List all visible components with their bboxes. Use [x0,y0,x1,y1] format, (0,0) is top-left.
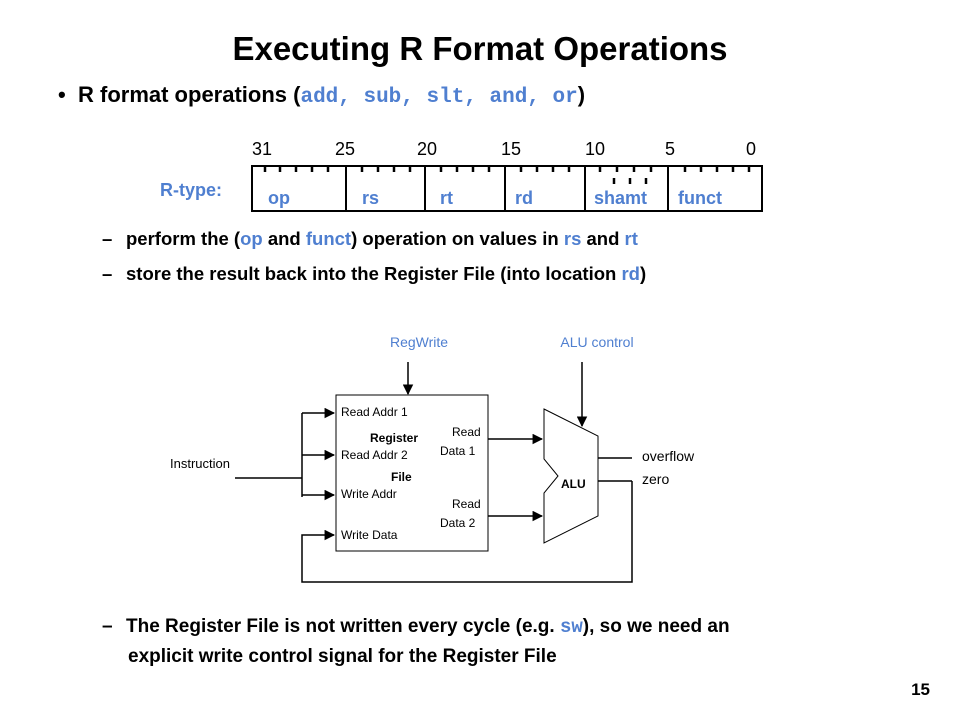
point-1: –perform the (op and funct) operation on… [102,228,638,250]
point-1-seg-8: rt [624,228,638,249]
note-code: sw [559,616,583,638]
datapath-diagram: RegWrite ALU control Read Addr 1 Read Ad… [170,334,695,583]
register-file-block [335,394,489,552]
point-1-seg-6: rs [563,228,582,249]
bit-label-31: 31 [252,139,272,159]
bit-ticks [263,166,751,184]
slide-title: Executing R Format Operations [232,30,728,67]
bit-label-0: 0 [746,139,756,159]
write-data-label: Write Data [341,528,398,542]
page-number: 15 [911,680,930,699]
point-2: –store the result back into the Register… [102,263,646,285]
register-label: Register [370,431,418,445]
bullet-prefix: R format operations ( [78,82,301,107]
bit-label-20: 20 [417,139,437,159]
rtype-label: R-type: [160,180,222,200]
point-1-dash: – [102,228,113,249]
field-funct: funct [678,188,722,208]
alu-label: ALU [561,477,586,491]
read-1-label: Read [452,425,481,439]
field-op: op [268,188,290,208]
point-2-seg-2: rd [621,263,640,284]
point-1-seg-5: ) operation on values in [351,228,564,249]
rtype-bit-labels: 31 25 20 15 10 5 0 [252,139,756,159]
instruction-label: Instruction [170,456,230,471]
rtype-fields: op rs rt rd shamt funct [268,188,722,208]
point-1-seg-1: perform the ( [126,228,241,249]
read-2-label: Read [452,497,481,511]
rtype-box [251,165,763,212]
field-rt: rt [440,188,453,208]
data-wires [301,433,633,583]
bit-label-5: 5 [665,139,675,159]
bullet-ops: add, sub, slt, and, or [300,86,578,109]
point-2-dash: – [102,263,113,284]
note-text-a: The Register File is not written every c… [126,616,560,637]
data-1-label: Data 1 [440,444,476,458]
alu-control-label: ALU control [560,334,633,350]
bit-label-25: 25 [335,139,355,159]
field-dividers [345,166,669,211]
bullet-suffix: ) [577,82,586,107]
alu-shape [543,408,599,544]
note-line-1: –The Register File is not written every … [102,616,730,638]
zero-label: zero [642,471,669,487]
bit-label-10: 10 [585,139,605,159]
read-addr-1-label: Read Addr 1 [341,405,408,419]
rtype-format: R-type: 31 25 20 15 10 5 0 [160,139,763,212]
file-label: File [391,470,412,484]
note-dash: – [102,616,113,637]
register-file-labels: Read Addr 1 Read Addr 2 Write Addr Write… [341,405,481,542]
point-1-seg-3: and [262,228,306,249]
point-2-seg-3: ) [639,263,647,284]
point-1-seg-7: and [581,228,625,249]
data-2-label: Data 2 [440,516,476,530]
instruction-wires [235,407,336,501]
point-1-seg-4: funct [305,228,352,249]
point-1-seg-2: op [240,228,263,249]
regwrite-label: RegWrite [390,334,448,350]
overflow-label: overflow [642,448,695,464]
field-rd: rd [515,188,533,208]
write-addr-label: Write Addr [341,487,397,501]
field-rs: rs [362,188,379,208]
read-addr-2-label: Read Addr 2 [341,448,408,462]
field-shamt: shamt [594,188,647,208]
bit-label-15: 15 [501,139,521,159]
bullet-dot: • [58,82,66,107]
note-line-2: explicit write control signal for the Re… [128,646,557,667]
point-2-seg-1: store the result back into the Register … [126,263,622,284]
bullet-r-format: • R format operations (add, sub, slt, and… [58,82,585,109]
note-text-b: ), so we need an [582,616,730,637]
